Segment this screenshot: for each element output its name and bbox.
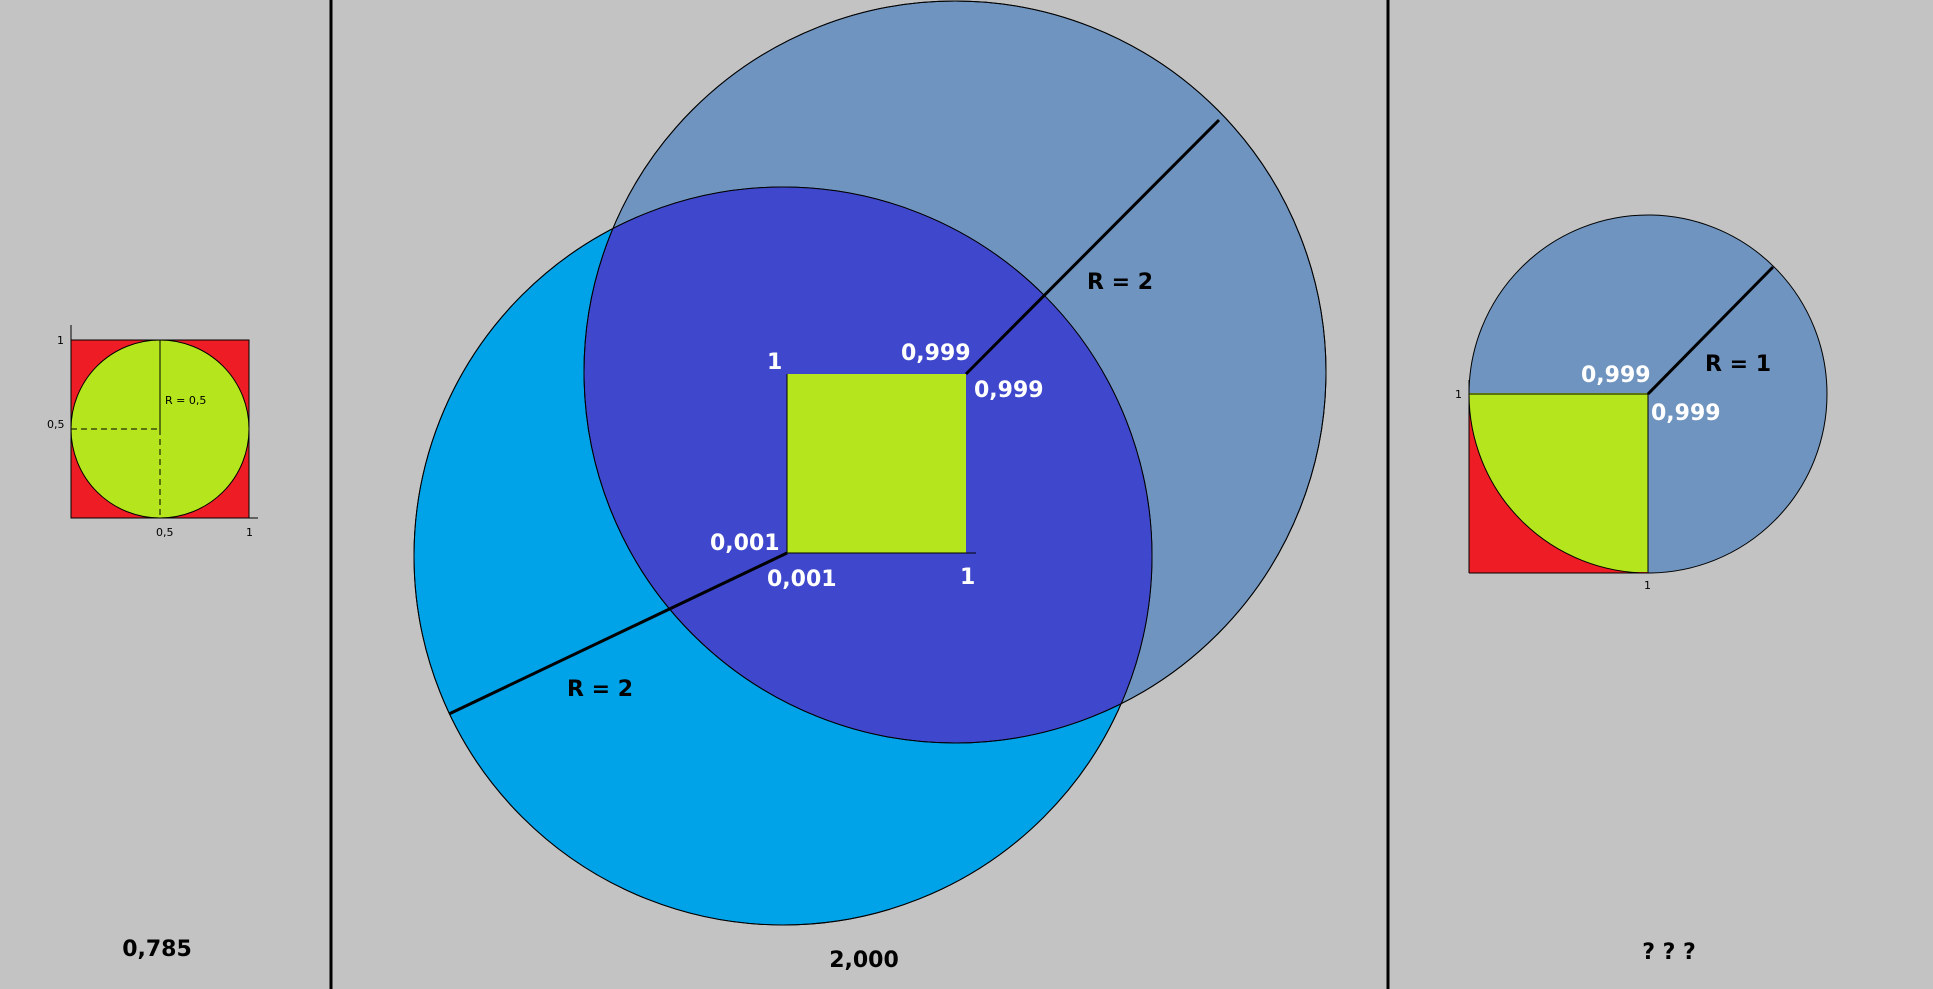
middle-result: 2,000 <box>829 948 899 973</box>
right-result: ? ? ? <box>1642 940 1696 965</box>
quarter-circle-lime <box>1469 393 1648 572</box>
upper-circle-outline <box>583 0 1327 744</box>
corner-label-bottom-left-y: 0,001 <box>710 531 780 556</box>
middle-panel: 1 0,999 0,999 0,001 0,001 1 R = 2 R = 2 … <box>413 0 1327 973</box>
left-axis-x-mid: 0,5 <box>156 526 174 539</box>
corner-label-bottom-left-x: 0,001 <box>767 567 837 592</box>
left-result: 0,785 <box>122 937 192 962</box>
right-radius-label: R = 1 <box>1705 352 1771 377</box>
right-panel: 1 1 0,999 0,999 R = 1 ? ? ? <box>1455 214 1828 965</box>
quarter-arc-outline <box>1468 393 1649 574</box>
right-corner-label-x: 0,999 <box>1581 363 1651 388</box>
left-radius-label: R = 0,5 <box>165 394 206 407</box>
left-axis-x-right: 1 <box>246 526 253 539</box>
corner-label-top-right-x: 0,999 <box>901 341 971 366</box>
left-panel: 1 0,5 0,5 1 R = 0,5 0,785 <box>47 325 258 962</box>
right-radius-line <box>1646 265 1775 396</box>
radius-label-upper: R = 2 <box>1087 270 1153 295</box>
radius-label-lower: R = 2 <box>567 677 633 702</box>
radius-line-lower <box>448 551 788 716</box>
unit-square-lime <box>787 374 966 553</box>
corner-label-top-left: 1 <box>767 350 782 375</box>
right-axis-x-right: 1 <box>1644 579 1651 592</box>
corner-label-bottom-right: 1 <box>960 565 975 590</box>
corner-label-top-right-y: 0,999 <box>974 378 1044 403</box>
radius-line-upper <box>964 118 1221 376</box>
lower-circle-outline <box>413 186 1153 926</box>
left-axis-y-top: 1 <box>57 334 64 347</box>
right-corner-label-y: 0,999 <box>1651 401 1721 426</box>
right-axis-y-top: 1 <box>1455 388 1462 401</box>
left-axis-y-mid: 0,5 <box>47 418 65 431</box>
